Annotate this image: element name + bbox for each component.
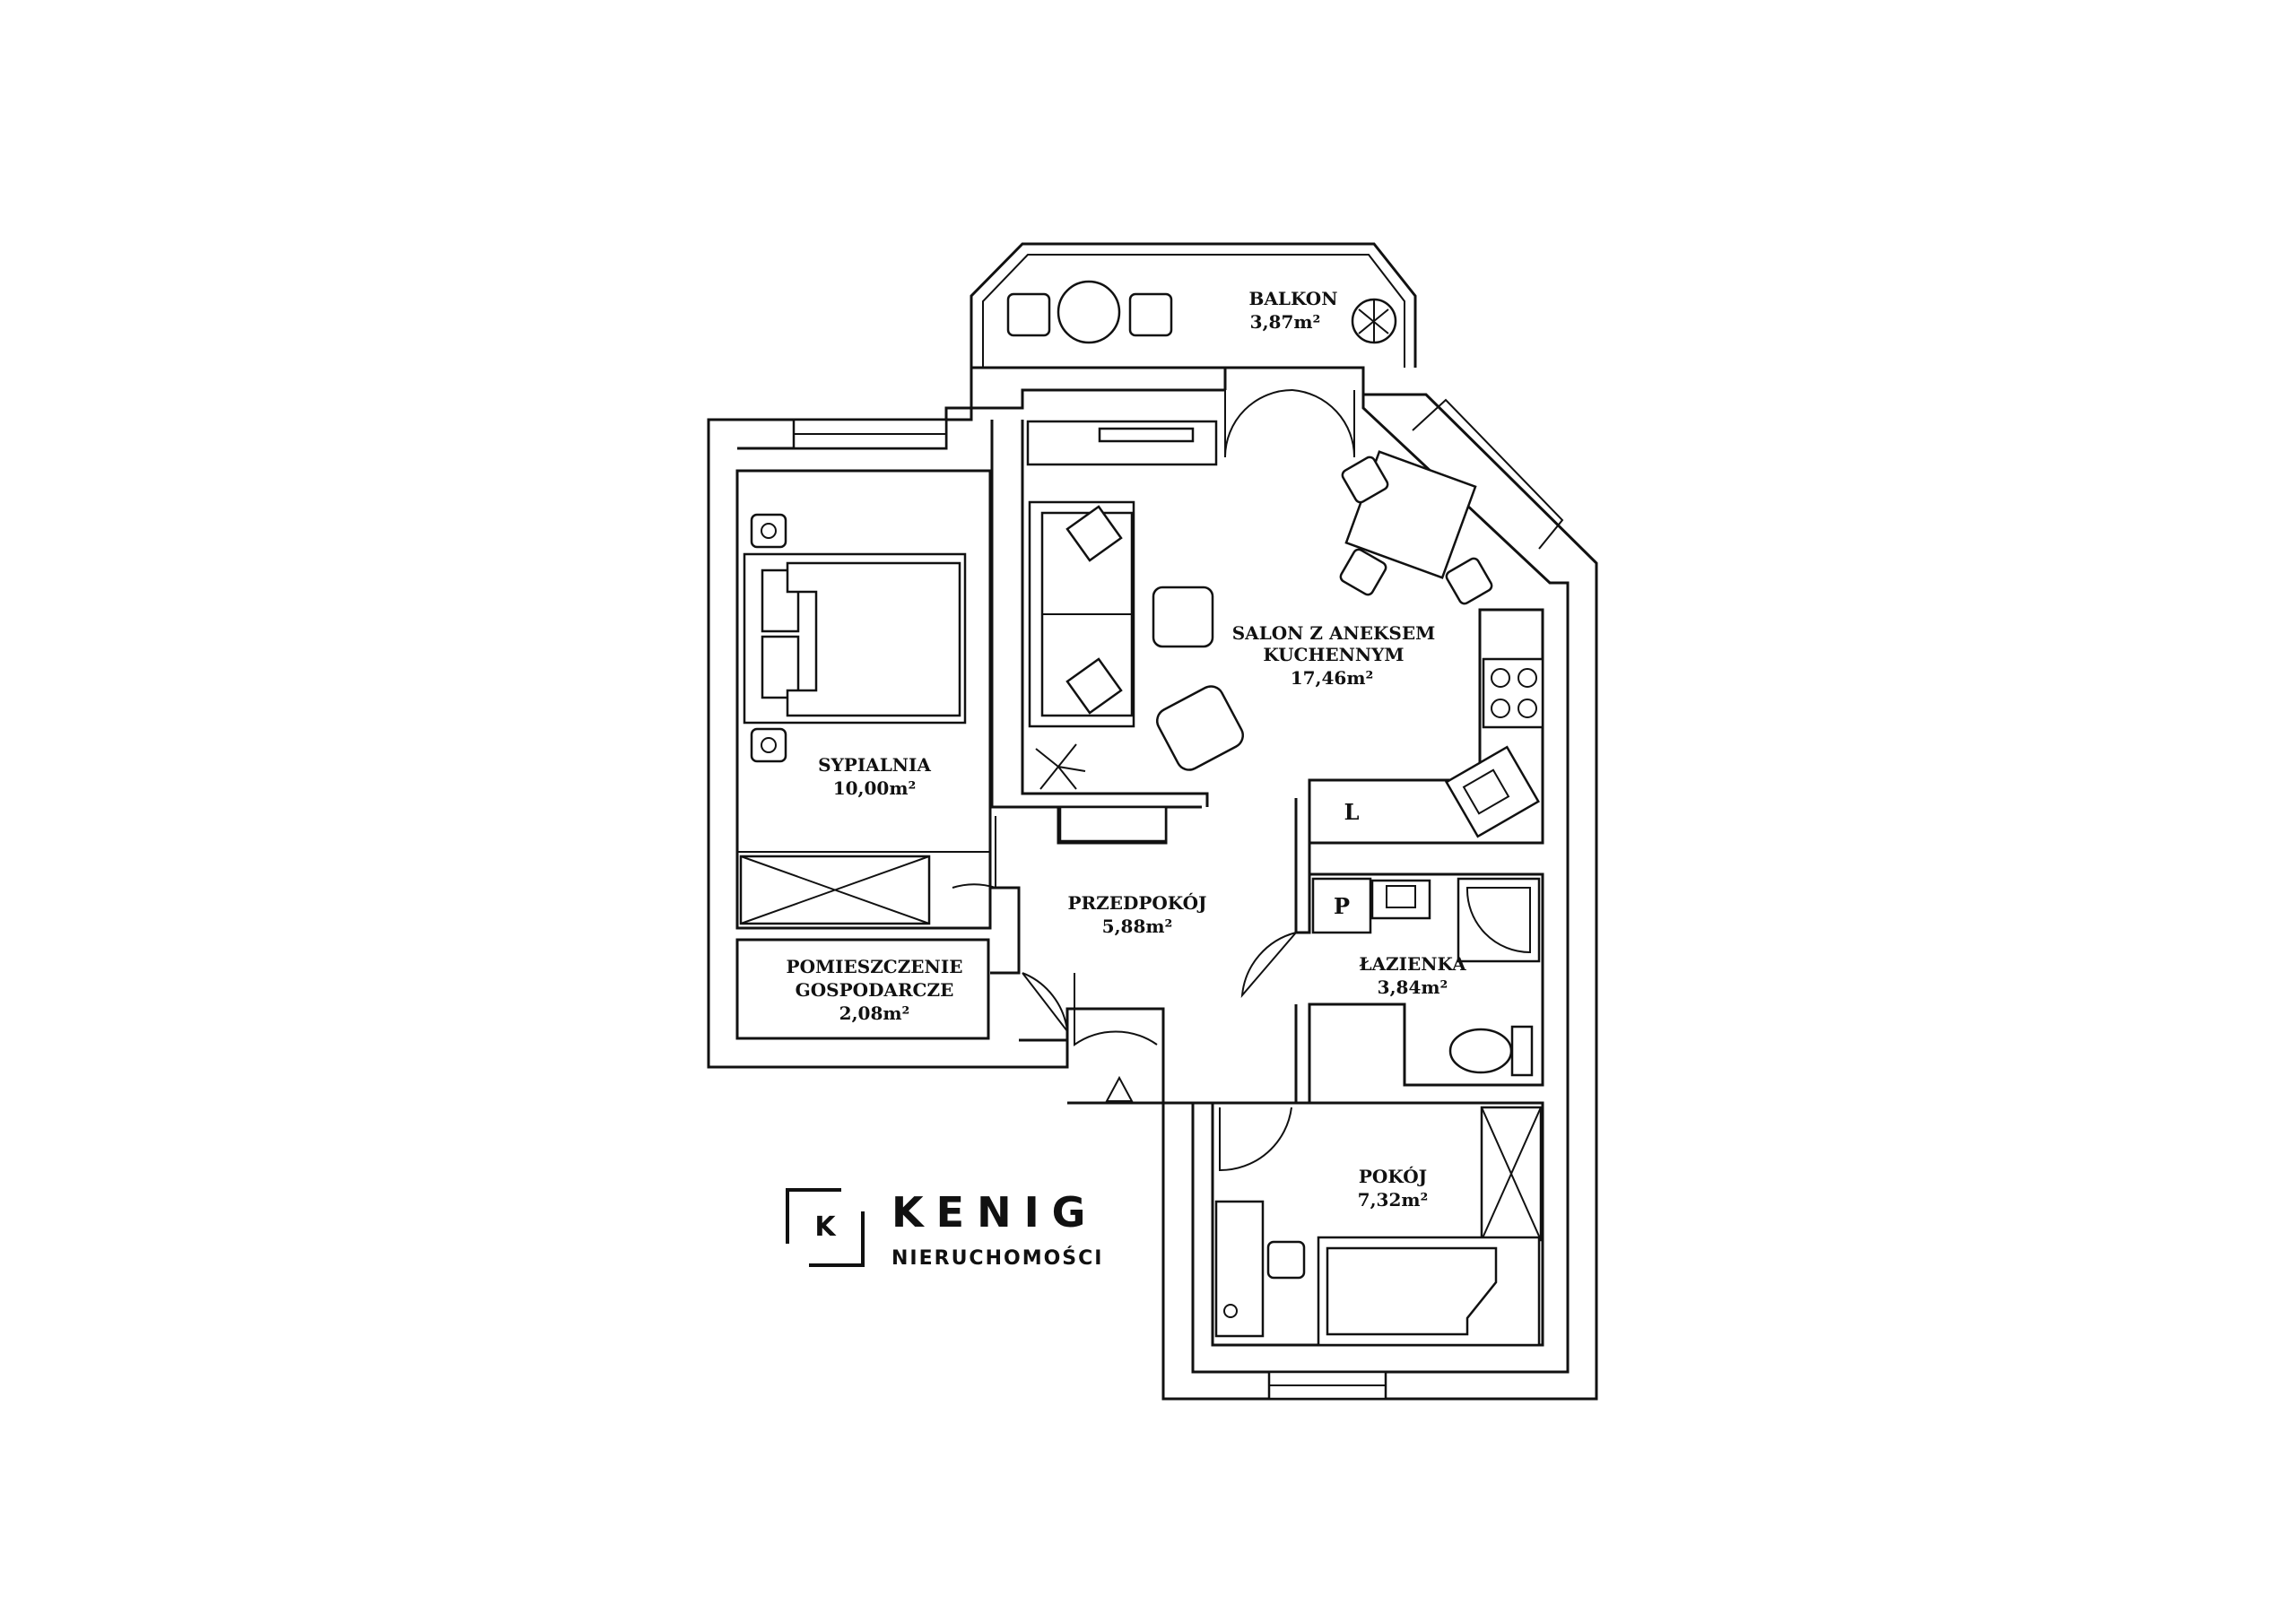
przedpokoj-area: 5,88m² <box>1102 916 1173 937</box>
sink-icon <box>1370 879 1431 920</box>
doors <box>952 389 1356 1172</box>
company-logo: K KENIG NIERUCHOMOŚCI <box>786 1188 1109 1287</box>
sink-icon <box>1445 745 1540 838</box>
lazienka-name: ŁAZIENKA <box>1359 953 1466 975</box>
pokoj-name: POKÓJ <box>1359 1165 1427 1187</box>
sypialnia-name: SYPIALNIA <box>818 754 931 776</box>
tv-cabinet <box>1026 420 1218 466</box>
wardrobe <box>1480 1106 1543 1242</box>
salon-name-line1: SALON Z ANEKSEM <box>1232 622 1436 644</box>
balkon-area: 3,87m² <box>1250 311 1321 333</box>
pomieszczenie-name-line1: POMIESZCZENIE <box>787 956 963 977</box>
armchair <box>1155 685 1245 771</box>
logo-name: KENIG <box>891 1188 1099 1237</box>
salon-name-line2: KUCHENNYM <box>1263 644 1404 665</box>
boiler-letter: P <box>1334 893 1350 919</box>
fridge-letter: L <box>1344 799 1360 825</box>
windows <box>792 418 1387 1401</box>
logo-frame <box>786 1188 865 1267</box>
room-labels: BALKON 3,87m² SALON Z ANEKSEM KUCHENNYM … <box>787 288 1467 1211</box>
pomieszczenie-area: 2,08m² <box>839 1002 910 1024</box>
wardrobe <box>739 855 931 925</box>
interior-walls <box>735 420 1544 1347</box>
stove-icon <box>1482 657 1544 729</box>
plant-icon <box>1035 743 1086 790</box>
toilet-icon <box>1448 1025 1534 1077</box>
balcony-table <box>1006 280 1173 344</box>
console <box>1058 805 1168 843</box>
desk <box>1214 1200 1306 1338</box>
socket-icon <box>750 513 787 549</box>
sofa <box>1028 500 1135 728</box>
socket-icon <box>750 727 787 763</box>
double-bed <box>743 552 967 725</box>
pomieszczenie-name-line2: GOSPODARCZE <box>796 979 954 1001</box>
pouf <box>1152 586 1214 648</box>
sypialnia-area: 10,00m² <box>833 777 917 799</box>
single-bed <box>1317 1236 1541 1347</box>
logo-mark-letter: K <box>814 1211 836 1243</box>
shower-icon <box>1457 877 1541 963</box>
logo-subtitle: NIERUCHOMOŚCI <box>891 1247 1104 1270</box>
fridge: L <box>1344 799 1360 825</box>
plant-icon <box>1351 298 1397 344</box>
entrance-triangle-icon <box>1105 1075 1134 1102</box>
dining-table <box>1339 450 1493 605</box>
boiler: P <box>1311 877 1372 934</box>
lazienka-area: 3,84m² <box>1378 976 1448 998</box>
salon-area: 17,46m² <box>1291 667 1374 689</box>
pokoj-area: 7,32m² <box>1358 1189 1429 1211</box>
balkon-name: BALKON <box>1248 288 1337 309</box>
przedpokoj-name: PRZEDPOKÓJ <box>1067 891 1206 914</box>
